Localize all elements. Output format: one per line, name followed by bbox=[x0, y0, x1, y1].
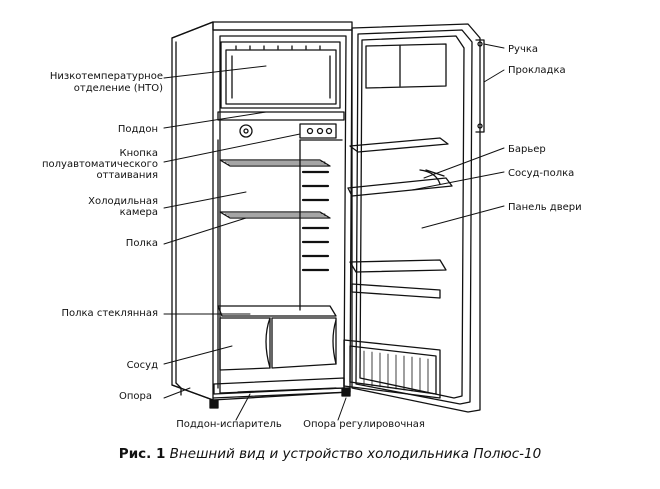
label-evap-tray: Поддон-испаритель bbox=[176, 419, 282, 430]
label-low-temp-1: Низкотемпературное bbox=[50, 71, 163, 82]
label-tray: Поддон bbox=[118, 124, 158, 135]
freezer-compartment bbox=[220, 41, 341, 109]
wire-shelf-lower bbox=[219, 211, 331, 219]
label-support: Опора bbox=[119, 391, 152, 402]
label-barrier: Барьер bbox=[508, 144, 546, 155]
shelf-ribs bbox=[301, 170, 330, 272]
wire-shelf-upper bbox=[219, 159, 331, 167]
label-door-panel: Панель двери bbox=[508, 202, 582, 213]
label-handle: Ручка bbox=[508, 44, 538, 55]
callout-labels: Низкотемпературное отделение (НТО) Поддо… bbox=[42, 44, 582, 430]
caption-prefix: Рис. 1 bbox=[118, 446, 166, 462]
label-button-3: оттаивания bbox=[97, 170, 158, 181]
vegetable-drawers bbox=[219, 317, 337, 371]
caption-text: Внешний вид и устройство холодильника По… bbox=[169, 446, 542, 462]
inner-walls bbox=[217, 139, 343, 389]
label-vessel: Сосуд bbox=[127, 360, 159, 371]
label-gasket: Прокладка bbox=[508, 65, 566, 76]
refrigerator-door bbox=[343, 23, 485, 413]
label-glass-shelf: Полка стеклянная bbox=[61, 308, 158, 319]
label-button-1: Кнопка bbox=[120, 148, 158, 159]
defrost-button bbox=[239, 123, 337, 139]
label-adj-support: Опора регулировочная bbox=[303, 419, 425, 430]
label-chamber-2: камера bbox=[120, 207, 158, 218]
label-vessel-shelf: Сосуд-полка bbox=[508, 168, 574, 179]
label-shelf: Полка bbox=[126, 238, 158, 249]
supports bbox=[209, 387, 351, 409]
glass-shelf bbox=[217, 305, 337, 317]
evaporator-tray bbox=[213, 377, 345, 395]
cabinet-body bbox=[171, 21, 353, 401]
label-chamber-1: Холодильная bbox=[88, 196, 158, 207]
freezer-tray bbox=[217, 111, 345, 121]
figure-caption: Рис. 1 Внешний вид и устройство холодиль… bbox=[0, 446, 660, 462]
label-low-temp-2: отделение (НТО) bbox=[74, 83, 163, 94]
label-button-2: полуавтоматического bbox=[42, 159, 158, 170]
leader-lines bbox=[163, 43, 505, 421]
